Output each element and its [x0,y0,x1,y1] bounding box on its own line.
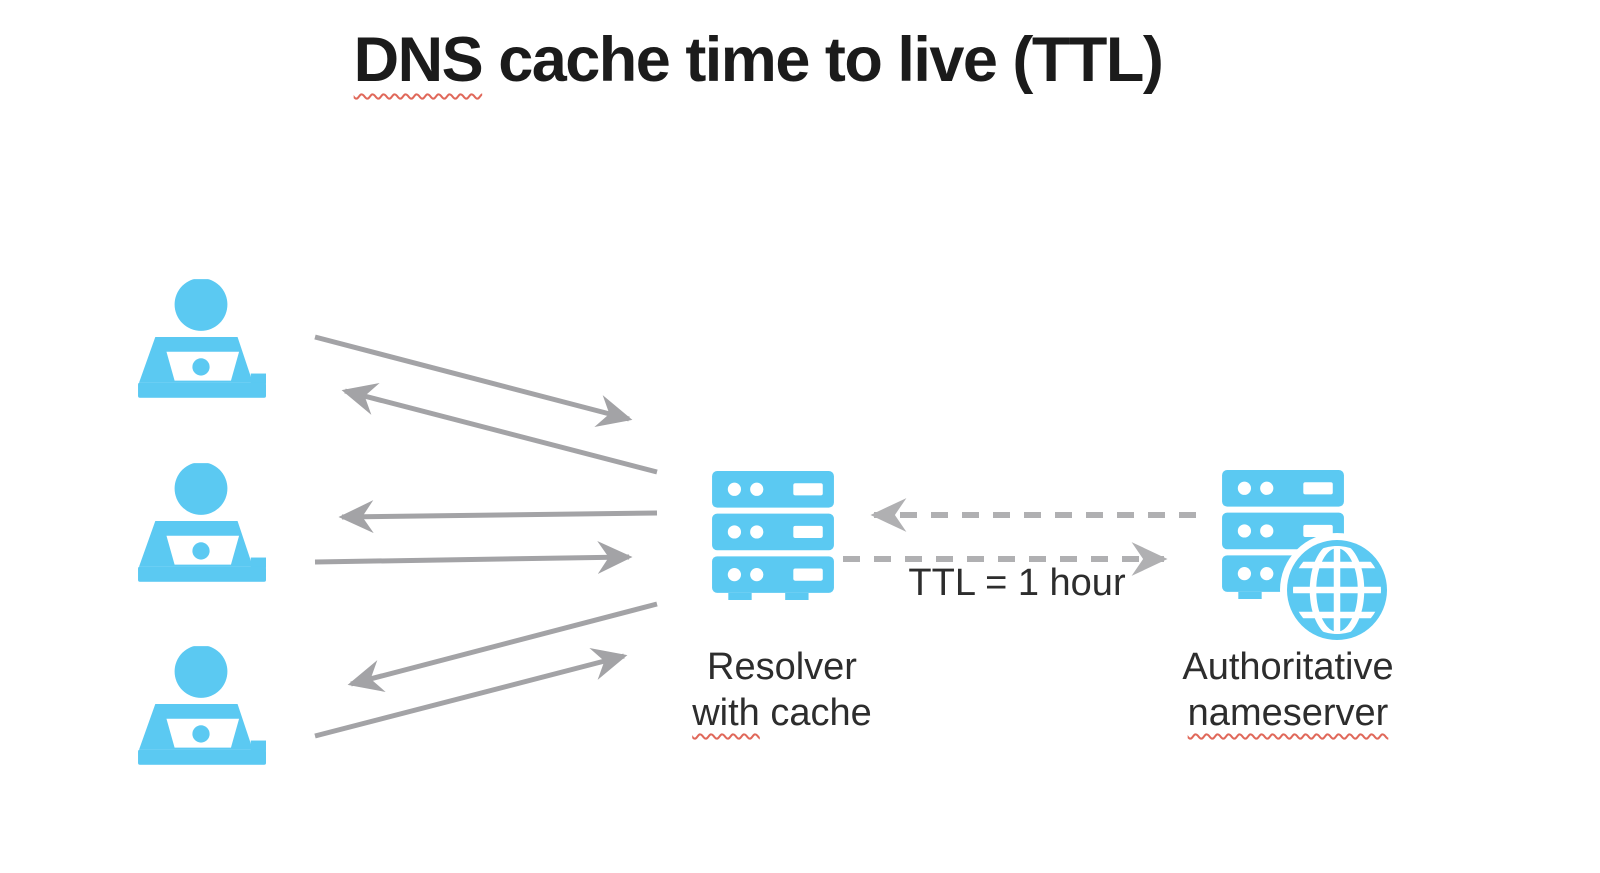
resolver-label-line1: Resolver [707,646,857,688]
arrow-client1-to-resolver [314,334,633,427]
resolver-server-icon [712,471,834,600]
title-rest: cache time to live (TTL) [482,25,1164,95]
arrow-resolver-to-client3 [347,601,658,692]
page-title: DNS cache time to live (TTL) [353,24,1164,96]
arrow-client2-to-resolver [314,541,633,574]
globe-icon [1280,533,1394,647]
resolver-label-underlined-word: with [692,692,760,734]
resolver-label: Resolver with cache [662,644,902,736]
title-underlined-word: DNS [353,25,484,95]
nameserver-label-line1: Authoritative [1182,646,1394,688]
resolver-label-line2: with cache [662,690,902,736]
user-at-laptop-icon [136,463,266,582]
arrow-client3-to-resolver [314,647,628,739]
nameserver-label-underlined-word: nameserver [1187,692,1389,734]
nameserver-label-line2: nameserver [1108,690,1468,736]
arrow-resolver-to-client1 [341,382,658,475]
user-at-laptop-icon [136,279,266,398]
arrow-resolver-to-client2 [338,500,658,534]
resolver-label-line2-rest: cache [759,692,872,734]
user-at-laptop-icon [136,646,266,765]
nameserver-label: Authoritative nameserver [1108,644,1468,736]
ttl-annotation: TTL = 1 hour [908,562,1126,604]
